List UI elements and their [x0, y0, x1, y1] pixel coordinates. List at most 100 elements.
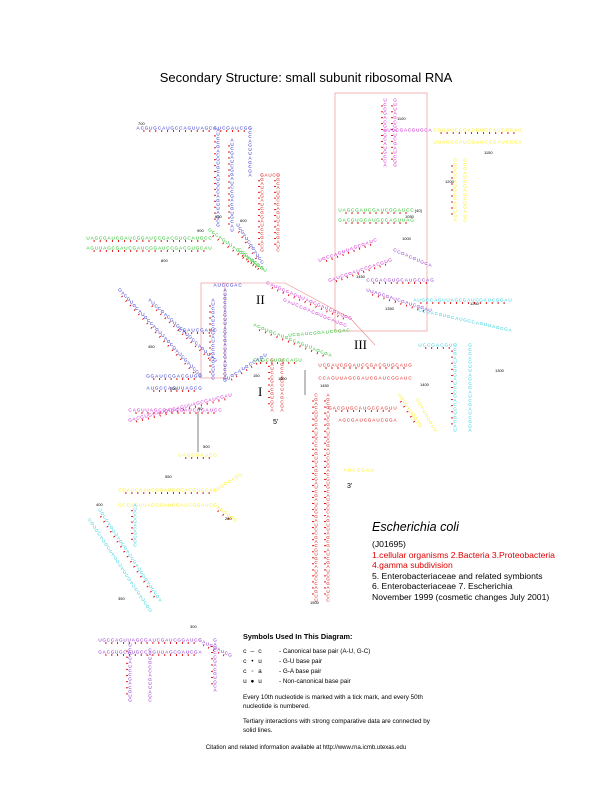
nucleotide: C [358, 243, 362, 248]
nucleotide: A [192, 402, 196, 407]
nucleotide: A [260, 181, 264, 186]
position-label: 1500 [310, 600, 320, 605]
position-label: 100 [280, 376, 287, 381]
nucleotide: A [231, 126, 235, 131]
nucleotide: C [128, 647, 132, 652]
nucleotide: A [230, 223, 234, 228]
nucleotide: G [248, 143, 252, 148]
nucleotide: U [393, 106, 396, 111]
base-pair-bar [207, 646, 210, 649]
nucleotide: G [245, 253, 249, 258]
nucleotide: A [201, 503, 205, 508]
nucleotide: U [369, 239, 372, 244]
nucleotide: G [193, 488, 197, 493]
nucleotide: C [423, 343, 427, 348]
base-pair-bar [248, 246, 251, 249]
nucleotide: U [230, 159, 233, 164]
nucleotide: C [387, 376, 391, 381]
position-labels: 7009008001100115012001050100012501300135… [96, 116, 505, 629]
nucleotide: G [216, 157, 220, 162]
nucleotide: C [451, 315, 455, 320]
nucleotide: G [204, 399, 208, 404]
nucleotide: C [383, 106, 387, 111]
nucleotide: C [124, 294, 128, 299]
nucleotide: U [171, 408, 174, 413]
nucleotide: G [128, 651, 132, 656]
nucleotide: U [340, 376, 343, 381]
nucleotide: A [213, 642, 217, 647]
nucleotide: G [230, 283, 234, 288]
base-pair-bar [217, 238, 220, 241]
nucleotide: U [356, 268, 359, 273]
nucleotide: G [146, 374, 150, 379]
nucleotide: U [141, 246, 144, 251]
base-pair-bar [142, 317, 145, 320]
nucleotide: G [301, 342, 305, 347]
nucleotide: C [459, 128, 463, 133]
nucleotide: G [196, 401, 200, 406]
legend-symbol: c • u [243, 658, 262, 665]
nucleotide: U [190, 638, 193, 643]
nucleotide: C [314, 393, 318, 398]
nucleotide: A [484, 298, 488, 303]
nucleotide: A [164, 336, 168, 341]
nucleotide: A [233, 245, 237, 250]
nucleotide: A [230, 155, 234, 160]
nucleotide: A [433, 428, 437, 433]
nucleotide: A [216, 210, 220, 215]
base-pair-bar [230, 378, 233, 381]
nucleotide: A [355, 418, 359, 423]
nucleotide: G [316, 348, 320, 353]
nucleotide: G [453, 406, 457, 411]
nucleotide: U [280, 387, 283, 392]
nucleotide: A [182, 329, 186, 334]
nucleotide: G [260, 235, 264, 240]
nucleotide: U [168, 503, 171, 508]
nucleotide: U [418, 343, 421, 348]
nucleotide: C [330, 329, 334, 334]
nucleotide: G [276, 227, 280, 232]
nucleotide: C [181, 354, 185, 359]
base-pair-bar [158, 335, 161, 338]
nucleotide: C [383, 154, 387, 159]
nucleotide: G [222, 238, 226, 243]
nucleotide: A [208, 398, 212, 403]
nucleotide: G [220, 395, 224, 400]
base-pair-bar [123, 550, 126, 553]
nucleotide: C [248, 130, 252, 135]
nucleotide: G [118, 288, 122, 293]
base-pair-bar [281, 338, 284, 341]
nucleotide: C [366, 278, 370, 283]
nucleotide: C [393, 248, 397, 253]
nucleotide: C [158, 126, 162, 131]
nucleotide: U [335, 319, 338, 324]
page-title: Secondary Structure: small subunit ribos… [159, 70, 453, 85]
nucleotide: G [413, 256, 417, 261]
nucleotide: G [393, 98, 397, 103]
nucleotide: G [463, 128, 467, 133]
nucleotide: C [427, 343, 431, 348]
base-pair-bar [403, 405, 406, 408]
nucleotide: G [260, 214, 264, 219]
nucleotide: U [144, 414, 147, 419]
nucleotide: U [192, 246, 195, 251]
nucleotide: C [422, 278, 426, 283]
nucleotide: G [496, 325, 500, 330]
nucleotide: G [148, 608, 152, 613]
nucleotide: C [156, 503, 160, 508]
date-line: November 1999 (cosmetic changes July 200… [372, 591, 550, 602]
nucleotide: G [226, 126, 230, 131]
nucleotide: G [314, 535, 318, 540]
nucleotide: C [194, 386, 198, 391]
nucleotide: C [352, 468, 356, 473]
legend-desc: - G-U base pair [279, 658, 323, 665]
nucleotide: A [463, 188, 467, 193]
position-label: 450 [148, 344, 155, 349]
position-label: 1050 [405, 214, 415, 219]
position-label: 600 [240, 218, 247, 223]
base-pair-bar [417, 308, 419, 311]
nucleotide: G [148, 677, 152, 682]
